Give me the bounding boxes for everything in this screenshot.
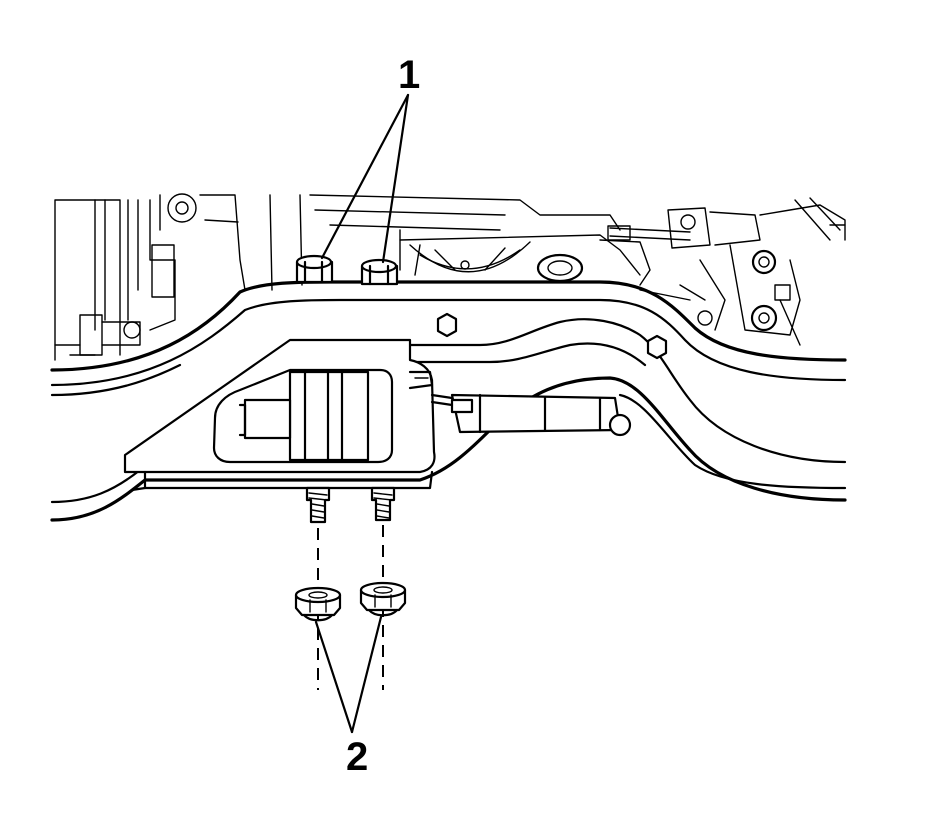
nut-right <box>359 581 407 617</box>
frame-bolt-left <box>436 312 458 338</box>
right-bolt-lower <box>750 304 778 332</box>
right-bolt-upper <box>751 249 777 275</box>
stud-left <box>305 486 331 524</box>
crossmember <box>50 280 847 522</box>
callout-1: 1 <box>398 53 420 97</box>
leader-lines-1 <box>320 93 410 264</box>
engine-background <box>54 193 846 361</box>
callout-2: 2 <box>346 735 368 779</box>
stud-right <box>370 486 396 522</box>
frame-bolt-right <box>646 334 668 360</box>
bolt-left-1 <box>295 254 334 284</box>
bolt-right-1 <box>360 258 399 286</box>
leader-lines-2 <box>314 615 383 734</box>
nut-left <box>294 586 342 622</box>
mount-bracket <box>123 338 632 492</box>
